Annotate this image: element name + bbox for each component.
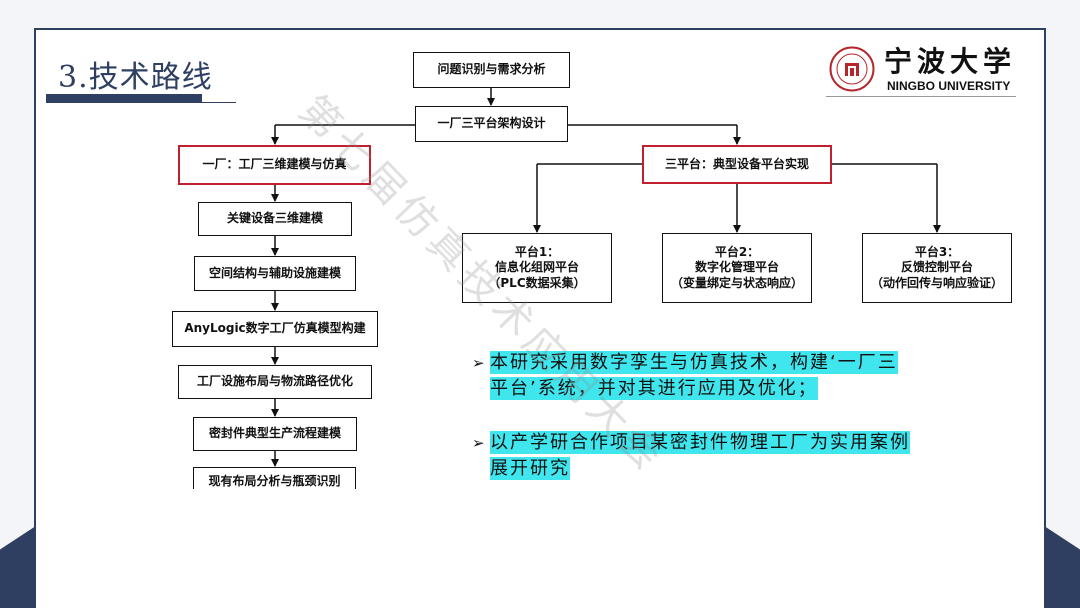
slide-title: 3.技术路线 (58, 60, 213, 95)
platform-1-desc: （PLC数据采集） (488, 275, 586, 290)
university-seal-icon (829, 46, 875, 92)
flow-box-left-step-5: 密封件典型生产流程建模 (193, 417, 357, 451)
platform-1-title: 平台1： (514, 244, 560, 259)
bullet-arrow-icon: ➢ (472, 354, 485, 372)
flow-box-platform-1: 平台1： 信息化组网平台 （PLC数据采集） (462, 233, 612, 303)
bullet-1-line-2: 平台’系统，并对其进行应用及优化； (490, 377, 818, 400)
flow-box-left-step-3: AnyLogic数字工厂仿真模型构建 (172, 311, 378, 347)
bullet-arrow-icon: ➢ (472, 434, 485, 452)
platform-2-name: 数字化管理平台 (694, 260, 779, 275)
university-name-en: NINGBO UNIVERSITY (887, 79, 1011, 93)
flow-box-architecture-design: 一厂三平台架构设计 (415, 106, 568, 142)
bullet-1-line-1: 本研究采用数字孪生与仿真技术，构建‘一厂三 (490, 351, 898, 374)
university-name-cn: 宁波大学 (884, 45, 1017, 78)
platform-3-name: 反馈控制平台 (900, 260, 973, 275)
platform-2-desc: （变量绑定与状态响应） (670, 275, 803, 290)
flow-box-platform-2: 平台2： 数字化管理平台 （变量绑定与状态响应） (662, 233, 812, 303)
platform-1-name: 信息化组网平台 (494, 260, 579, 275)
flow-box-platform-head: 三平台：典型设备平台实现 (642, 145, 832, 184)
flow-box-left-step-1: 关键设备三维建模 (198, 202, 352, 236)
title-underline-bar (46, 94, 202, 103)
flow-box-factory-head: 一厂：工厂三维建模与仿真 (178, 145, 371, 185)
bullet-2-line-2: 展开研究 (490, 457, 570, 480)
flow-box-left-step-6: 现有布局分析与瓶颈识别 (193, 467, 356, 489)
flow-box-left-step-2: 空间结构与辅助设施建模 (194, 256, 356, 291)
platform-2-title: 平台2： (714, 244, 760, 259)
platform-3-title: 平台3： (914, 244, 960, 259)
logo-divider (826, 96, 1016, 97)
bullet-2-line-1: 以产学研合作项目某密封件物理工厂为实用案例 (490, 431, 910, 454)
flow-box-platform-3: 平台3： 反馈控制平台 （动作回传与响应验证） (862, 233, 1012, 303)
title-underline-line (202, 102, 236, 103)
flow-box-problem-analysis: 问题识别与需求分析 (413, 52, 570, 88)
flow-box-left-step-4: 工厂设施布局与物流路径优化 (178, 365, 372, 399)
platform-3-desc: （动作回传与响应验证） (870, 275, 1003, 290)
